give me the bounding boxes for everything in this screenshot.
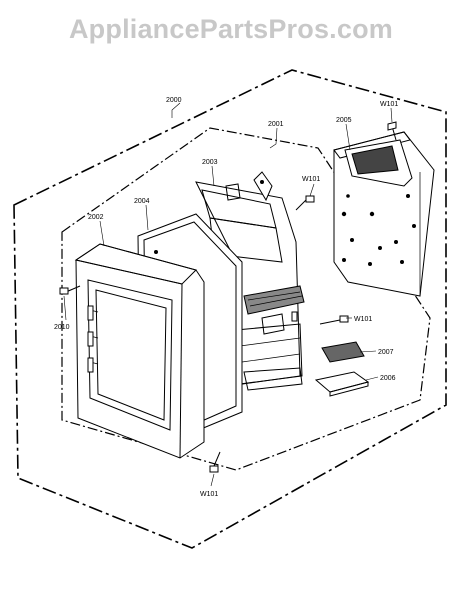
- label-2010: 2010: [54, 324, 70, 331]
- label-2002: 2002: [88, 214, 104, 221]
- screw-w101-top: [387, 121, 397, 141]
- assembly-2001-boundary: [61, 127, 431, 471]
- label-w101-top: W101: [380, 101, 398, 108]
- label-2000: 2000: [166, 97, 182, 104]
- screw-w101-mid: [295, 195, 315, 211]
- screw-2010: [59, 285, 81, 295]
- label-2005: 2005: [336, 117, 352, 124]
- label-w101-right: W101: [354, 316, 372, 323]
- screw-w101-bottom: [209, 451, 221, 473]
- screw-w101-right: [319, 315, 349, 325]
- part-2006-pad: [314, 371, 370, 397]
- label-2007: 2007: [378, 349, 394, 356]
- part-2007-sheet: [321, 341, 365, 363]
- watermark-text: AppliancePartsPros.com: [68, 14, 393, 44]
- label-2003: 2003: [202, 159, 218, 166]
- label-2006: 2006: [380, 375, 396, 382]
- label-2004: 2004: [134, 198, 150, 205]
- label-w101-bottom: W101: [200, 491, 218, 498]
- part-2002-frame: [74, 243, 205, 459]
- part-2003-chassis: [195, 171, 305, 391]
- label-w101-mid: W101: [302, 176, 320, 183]
- label-2001: 2001: [268, 121, 284, 128]
- part-2005-board: [333, 131, 435, 297]
- assembly-2000-boundary: [13, 69, 447, 549]
